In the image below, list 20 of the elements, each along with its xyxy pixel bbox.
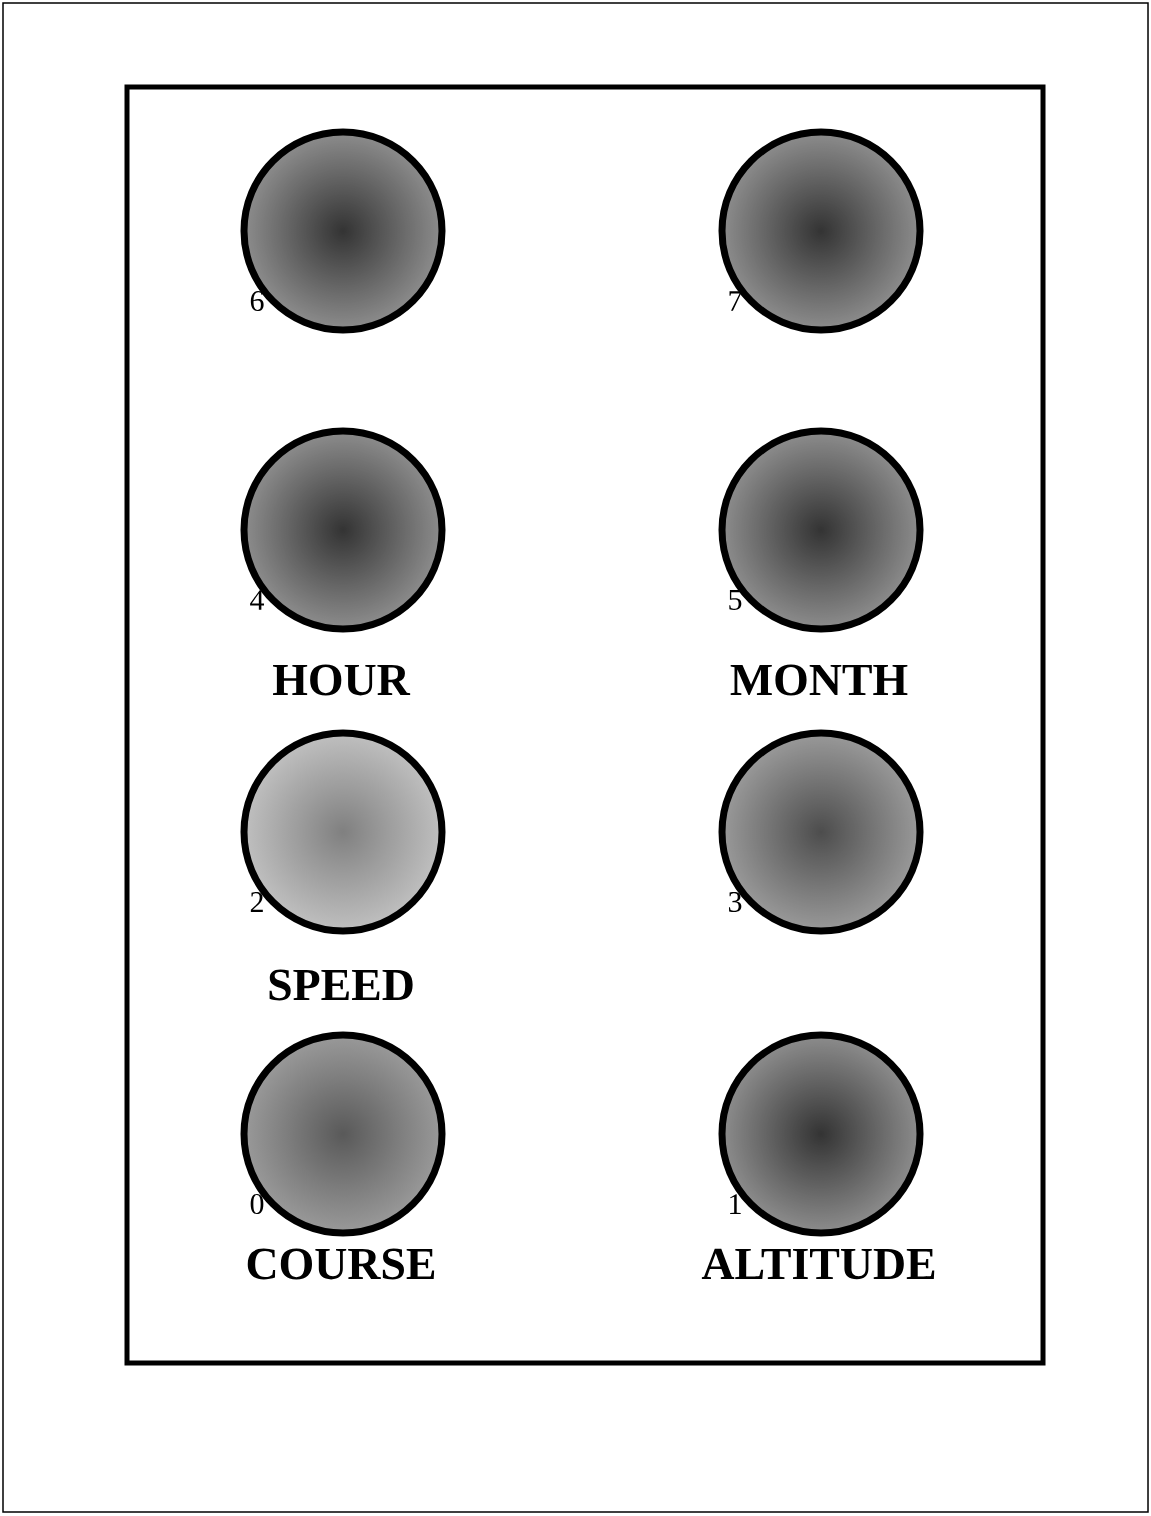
button-circle (718, 1031, 924, 1237)
button-label: HOUR (273, 664, 411, 696)
number-label: 2 (250, 892, 263, 912)
number-label: 5 (729, 590, 742, 610)
button-label: ALTITUDE (701, 1248, 935, 1280)
button-circle (240, 427, 446, 633)
button-label: MONTH (730, 664, 908, 696)
button-circle (718, 729, 924, 935)
button-circle (718, 128, 924, 334)
number-label: 1 (730, 1194, 741, 1214)
button-circle (718, 427, 924, 633)
button-circle (240, 128, 446, 334)
button-circle (240, 729, 446, 935)
number-label: 3 (728, 891, 742, 913)
button-label: COURSE (247, 1248, 435, 1280)
number-label: 6 (250, 290, 264, 312)
number-label: 0 (250, 1193, 264, 1215)
button-circle (240, 1031, 446, 1237)
number-label: 4 (250, 590, 264, 610)
button-label: SPEED (269, 969, 413, 1001)
